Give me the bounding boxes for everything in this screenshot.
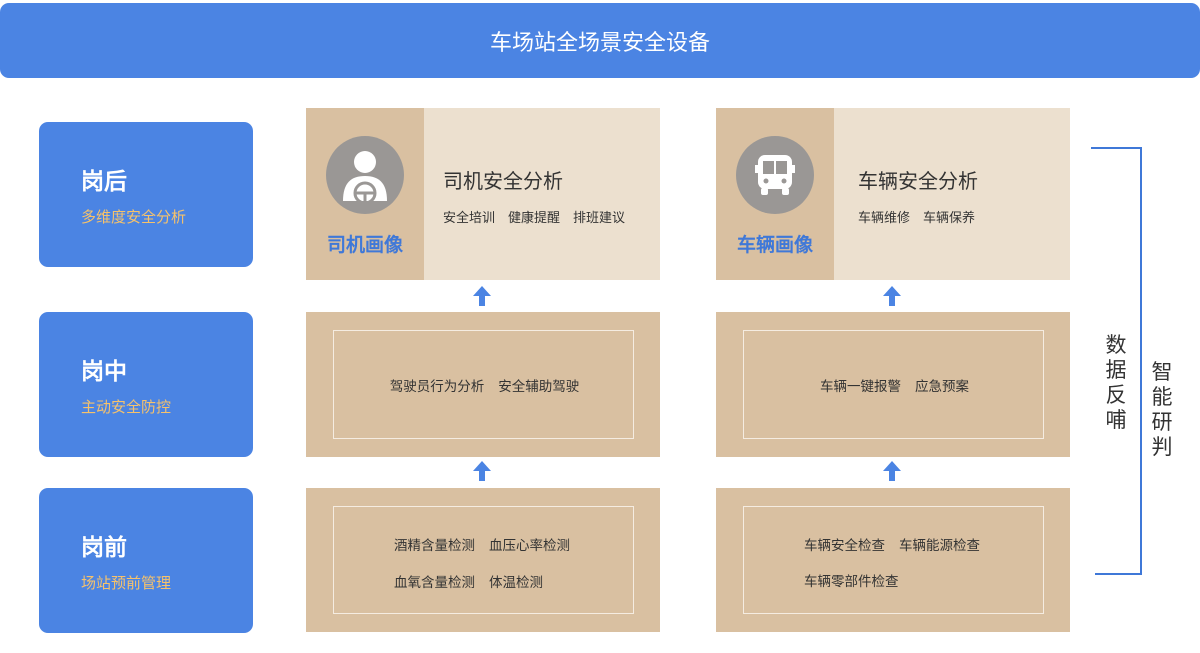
arrow-up-icon	[883, 461, 901, 481]
vehicle-during-item: 应急预案	[915, 379, 969, 395]
driver-tag: 排班建议	[573, 211, 626, 226]
vehicle-analysis-card: 车辆安全分析 车辆维修车辆保养	[834, 108, 1070, 280]
driver-pre-item: 酒精含量检测	[394, 538, 475, 554]
vehicle-pre-inner: 车辆安全检查车辆能源检查 车辆零部件检查	[743, 506, 1044, 614]
arrow-up-icon	[883, 286, 901, 306]
vehicle-pre-row-1: 车辆安全检查车辆能源检查	[804, 534, 994, 554]
driver-person-icon	[326, 136, 404, 214]
driver-during-item: 安全辅助驾驶	[498, 379, 580, 395]
driver-during-item: 驾驶员行为分析	[389, 379, 485, 395]
smart-judgement-label: 智能研判	[1151, 360, 1173, 459]
page-title: 车场站全场景安全设备	[489, 30, 710, 56]
stage-during-subtitle: 主动安全防控	[81, 398, 172, 416]
page-title-bar: 车场站全场景安全设备	[0, 3, 1200, 78]
vehicle-tag: 车辆保养	[923, 211, 976, 226]
vehicle-analysis-title: 车辆安全分析	[858, 169, 978, 193]
vehicle-tag: 车辆维修	[858, 211, 911, 226]
arrow-up-icon	[473, 286, 491, 306]
driver-analysis-title: 司机安全分析	[443, 169, 563, 193]
driver-pre-inner: 酒精含量检测血压心率检测 血氧含量检测体温检测	[333, 506, 634, 614]
vehicle-during-inner: 车辆一键报警应急预案	[743, 330, 1044, 439]
driver-analysis-card: 司机安全分析 安全培训健康提醒排班建议	[424, 108, 660, 280]
vehicle-pre-row-2: 车辆零部件检查	[804, 570, 913, 590]
driver-pre-item: 血氧含量检测	[394, 575, 475, 591]
stage-pre-title: 岗前	[81, 535, 127, 561]
bus-icon	[736, 136, 814, 214]
driver-tag: 安全培训	[443, 211, 496, 226]
driver-pre-item: 血压心率检测	[489, 538, 570, 554]
data-feedback-label: 数据反哺	[1105, 333, 1127, 432]
driver-portrait-card: 司机画像	[306, 108, 424, 280]
vehicle-pre-item: 车辆安全检查	[804, 538, 885, 554]
vehicle-during-items: 车辆一键报警应急预案	[744, 375, 1045, 395]
stage-during: 岗中 主动安全防控	[39, 312, 253, 457]
vehicle-during-box: 车辆一键报警应急预案	[716, 312, 1070, 457]
stage-post-subtitle: 多维度安全分析	[81, 208, 187, 226]
stage-during-title: 岗中	[81, 359, 127, 385]
driver-pre-row-2: 血氧含量检测体温检测	[394, 571, 557, 591]
vehicle-analysis-tags: 车辆维修车辆保养	[858, 207, 988, 226]
vehicle-portrait-label: 车辆画像	[736, 234, 813, 256]
arrow-up-icon	[473, 461, 491, 481]
driver-pre-item: 体温检测	[489, 575, 543, 591]
stage-post: 岗后 多维度安全分析	[39, 122, 253, 267]
stage-pre-subtitle: 场站预前管理	[81, 574, 172, 592]
feedback-bracket	[1091, 147, 1142, 575]
driver-pre-row-1: 酒精含量检测血压心率检测	[394, 534, 584, 554]
stage-pre: 岗前 场站预前管理	[39, 488, 253, 633]
driver-during-box: 驾驶员行为分析安全辅助驾驶	[306, 312, 660, 457]
vehicle-pre-item: 车辆能源检查	[899, 538, 980, 554]
driver-tag: 健康提醒	[508, 211, 561, 226]
stage-post-title: 岗后	[81, 169, 127, 195]
driver-during-inner: 驾驶员行为分析安全辅助驾驶	[333, 330, 634, 439]
driver-portrait-label: 司机画像	[326, 234, 403, 256]
vehicle-portrait-card: 车辆画像	[716, 108, 834, 280]
driver-during-items: 驾驶员行为分析安全辅助驾驶	[334, 375, 635, 395]
vehicle-pre-item: 车辆零部件检查	[804, 574, 899, 590]
vehicle-during-item: 车辆一键报警	[820, 379, 901, 395]
driver-analysis-tags: 安全培训健康提醒排班建议	[443, 207, 638, 226]
driver-pre-box: 酒精含量检测血压心率检测 血氧含量检测体温检测	[306, 488, 660, 632]
vehicle-pre-box: 车辆安全检查车辆能源检查 车辆零部件检查	[716, 488, 1070, 632]
